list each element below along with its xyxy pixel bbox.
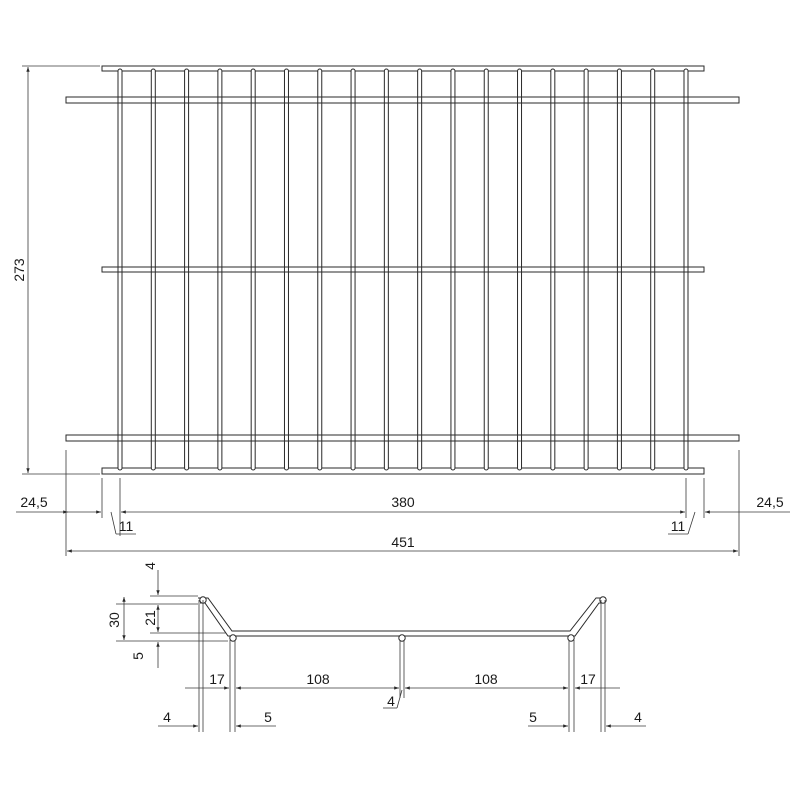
lower-support-bar [65, 434, 740, 442]
left-span-label: 108 [306, 671, 330, 687]
vertical-rod [683, 68, 689, 471]
vertical-rod [650, 68, 656, 471]
middle-cross-bar [101, 266, 705, 273]
left-outer-wire-label: 4 [163, 709, 171, 725]
top-gap-label: 4 [142, 562, 158, 570]
vertical-rod [117, 68, 123, 471]
profile-wire-outer [198, 597, 606, 632]
right-inner-label: 5 [529, 709, 537, 725]
right-span-label: 108 [474, 671, 498, 687]
inner-height-label: 21 [142, 610, 158, 626]
vertical-rod [517, 68, 523, 471]
vertical-rod [383, 68, 389, 471]
upper-support-bar [65, 96, 740, 104]
vertical-rod [217, 68, 223, 471]
total-height-label: 30 [106, 612, 122, 628]
vertical-rods [66, 68, 739, 471]
center-wire-label: 4 [387, 693, 395, 709]
bottom-frame-bar [101, 467, 705, 475]
vertical-rod [250, 68, 256, 471]
vertical-rod [283, 68, 289, 471]
vertical-rod [184, 68, 190, 471]
height-label: 273 [11, 258, 27, 282]
cross-wire-right-bottom [567, 634, 575, 642]
side-view: 30 4 21 5 17 108 108 17 4 [106, 562, 646, 732]
left-offset-label: 11 [119, 518, 134, 534]
vertical-rod [450, 68, 456, 471]
right-offset-leader [687, 511, 696, 535]
right-offset-label: 11 [671, 518, 686, 534]
left-overhang-label: 24,5 [20, 494, 47, 510]
right-slope-label: 17 [580, 671, 596, 687]
bottom-gap-label: 5 [130, 652, 146, 660]
center-wire-leader [396, 689, 403, 709]
vertical-rod [483, 68, 489, 471]
cross-wire-left-bottom [229, 634, 237, 642]
left-inner-label: 5 [264, 709, 272, 725]
right-outer-wire-label: 4 [634, 709, 642, 725]
vertical-rod [150, 68, 156, 471]
right-overhang-label: 24,5 [756, 494, 783, 510]
vertical-rod [350, 68, 356, 471]
top-frame-bar [101, 65, 705, 72]
left-slope-label: 17 [209, 671, 225, 687]
left-offset-leader [110, 511, 117, 535]
vertical-rod [550, 68, 556, 471]
total-width-label: 451 [391, 534, 415, 550]
top-view: 273 24,5 380 24,5 11 11 451 [11, 65, 790, 556]
vertical-rod [417, 68, 423, 471]
cross-wire-center [398, 634, 406, 642]
vertical-rod [317, 68, 323, 471]
vertical-rod [616, 68, 622, 471]
inner-width-label: 380 [391, 494, 415, 510]
vertical-rod [583, 68, 589, 471]
